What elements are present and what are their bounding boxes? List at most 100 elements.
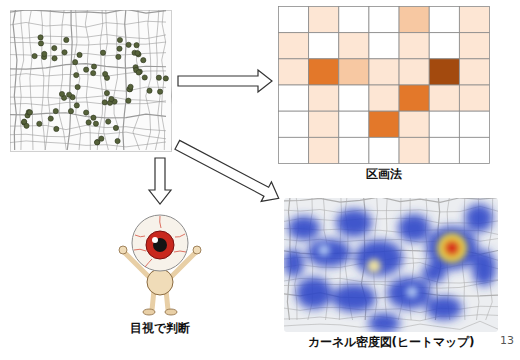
eyeball-panel: 目視で判断 xyxy=(115,210,205,335)
grid-cell xyxy=(399,7,429,33)
road-line xyxy=(123,10,127,150)
grid-cell xyxy=(459,59,489,85)
page-number: 13 xyxy=(500,334,514,347)
road-line xyxy=(133,10,140,150)
incident-dot xyxy=(73,60,78,65)
incident-dot xyxy=(62,50,67,55)
grid-cell xyxy=(369,85,399,111)
incident-dot xyxy=(94,140,99,145)
grid-cell xyxy=(369,111,399,137)
density-blob xyxy=(284,249,304,277)
incident-dot xyxy=(134,43,139,48)
grid-cell xyxy=(309,33,339,59)
incident-dot xyxy=(93,121,98,126)
grid-cell xyxy=(369,7,399,33)
incident-dot xyxy=(53,109,58,114)
grid-cell xyxy=(429,137,459,163)
incident-dot xyxy=(59,91,64,96)
incident-dot xyxy=(74,72,79,77)
road-line xyxy=(10,125,166,130)
grid-heatmap xyxy=(278,6,490,164)
point-map xyxy=(10,10,172,152)
grid-cell xyxy=(459,137,489,163)
grid-cell xyxy=(309,111,339,137)
grid-cell xyxy=(309,59,339,85)
road-line xyxy=(10,96,166,102)
grid-cell xyxy=(429,111,459,137)
incident-dot xyxy=(91,64,96,69)
block-arrow xyxy=(178,70,272,92)
caption-label: カーネル密度図(ヒートマップ) xyxy=(308,335,475,349)
road-line xyxy=(29,10,33,150)
road-line xyxy=(45,10,51,150)
road-line xyxy=(10,86,166,92)
incident-dot xyxy=(116,54,121,59)
grid-cell xyxy=(339,59,369,85)
incident-dot xyxy=(109,96,114,101)
grid-cell xyxy=(369,59,399,85)
incident-dot xyxy=(117,46,122,51)
density-blob xyxy=(422,263,446,283)
grid-cell xyxy=(309,137,339,163)
grid-cell xyxy=(429,33,459,59)
grid-cell xyxy=(399,33,429,59)
incident-dot xyxy=(135,51,140,56)
incident-dot xyxy=(103,71,108,76)
road-line xyxy=(10,10,166,13)
road-line xyxy=(10,141,166,147)
road-line xyxy=(13,10,17,150)
grid-cell xyxy=(339,85,369,111)
grid-cell xyxy=(459,7,489,33)
road-line xyxy=(284,198,498,202)
incident-dot xyxy=(126,98,131,103)
incident-dot xyxy=(37,121,42,126)
incident-dot xyxy=(104,90,109,95)
grid-cell xyxy=(339,7,369,33)
density-blob xyxy=(398,214,430,242)
density-blob xyxy=(288,216,320,240)
incident-dot xyxy=(84,110,89,115)
density-blob xyxy=(472,250,496,286)
incident-dot xyxy=(115,138,120,143)
incident-dot xyxy=(126,42,131,47)
incident-dot xyxy=(42,51,47,56)
grid-cell xyxy=(309,7,339,33)
grid-panel: 区画法 xyxy=(278,6,490,181)
grid-cell xyxy=(369,33,399,59)
grid-cell xyxy=(309,85,339,111)
incident-dot xyxy=(100,50,105,55)
heatmap-panel: カーネル密度図(ヒートマップ) xyxy=(284,198,498,349)
incident-dot xyxy=(91,115,96,120)
incident-dot xyxy=(156,75,161,80)
incident-dot xyxy=(22,119,27,124)
road-line xyxy=(10,21,166,27)
incident-dot xyxy=(52,46,57,51)
grid-cell xyxy=(429,59,459,85)
road-line xyxy=(59,10,66,150)
grid-cell xyxy=(279,59,309,85)
grid-cell xyxy=(429,85,459,111)
incident-dot xyxy=(74,103,79,108)
road-line xyxy=(171,10,172,150)
incident-dot xyxy=(77,52,82,57)
road-line xyxy=(114,10,120,150)
incident-dot xyxy=(142,75,147,80)
incident-dot xyxy=(38,41,43,46)
point-map xyxy=(10,10,172,152)
grid-cell xyxy=(399,137,429,163)
block-arrow xyxy=(149,158,171,204)
road-line xyxy=(10,42,166,45)
grid-cell xyxy=(339,33,369,59)
grid-cell xyxy=(459,33,489,59)
block-arrow xyxy=(175,140,279,201)
density-blob xyxy=(465,204,493,232)
incident-dot xyxy=(91,71,96,76)
road-line xyxy=(284,206,498,212)
density-blob xyxy=(426,296,462,320)
incident-dot xyxy=(32,53,37,58)
incident-dot xyxy=(117,37,122,42)
road-line xyxy=(10,101,166,106)
incident-dot xyxy=(128,84,133,89)
density-blob xyxy=(355,240,403,276)
incident-dot xyxy=(99,136,104,141)
